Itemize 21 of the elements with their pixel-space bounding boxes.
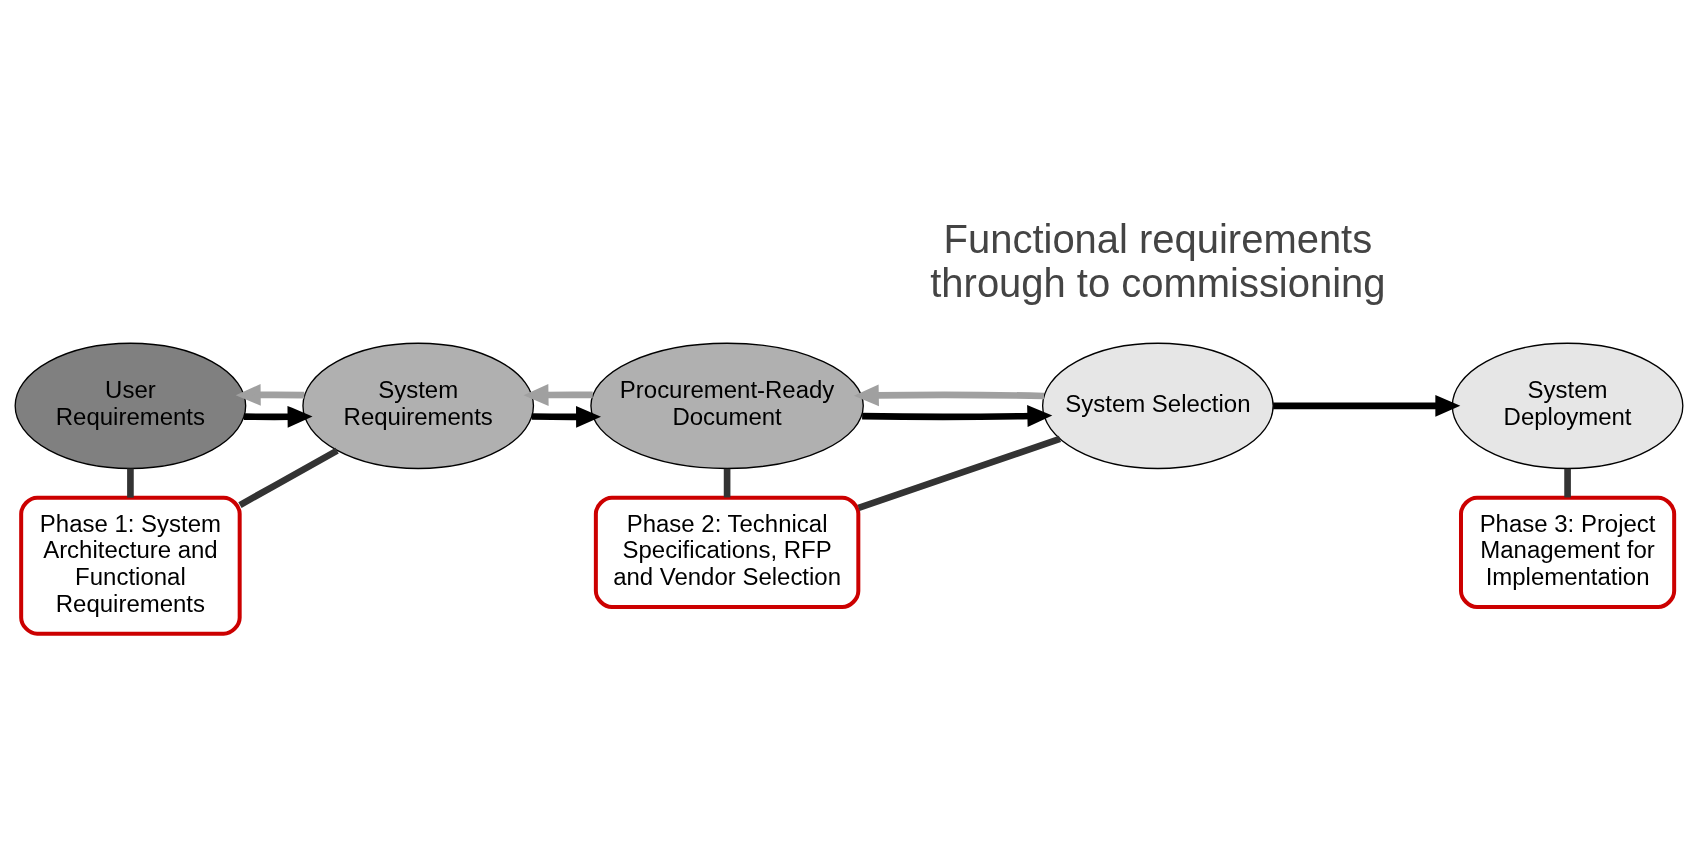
node-ellipse: Procurement-Ready Document bbox=[590, 342, 864, 469]
node-ellipse: System Deployment bbox=[1451, 342, 1684, 469]
arrow bbox=[1273, 394, 1461, 417]
connector bbox=[1564, 468, 1571, 497]
node-box: Phase 3: Project Management for Implementation bbox=[1459, 495, 1677, 609]
arrow bbox=[235, 383, 305, 406]
node-box: Phase 1: System Architecture and Functional Requirements bbox=[19, 495, 242, 636]
connector bbox=[723, 468, 731, 497]
label: Functional requirements through to commissioning bbox=[930, 216, 1386, 305]
node-ellipse: System Requirements bbox=[302, 342, 535, 469]
arrow bbox=[853, 383, 1045, 406]
node-ellipse: System Selection bbox=[1042, 342, 1274, 469]
node-box: Phase 2: Technical Specifications, RFP and Vendor Selection bbox=[593, 495, 861, 609]
arrow bbox=[523, 383, 593, 406]
connector bbox=[127, 468, 134, 498]
arrow bbox=[531, 405, 601, 428]
arrow bbox=[244, 405, 313, 428]
connector bbox=[238, 447, 339, 508]
connector bbox=[857, 435, 1061, 511]
arrow bbox=[862, 404, 1053, 427]
node-ellipse: User Requirements bbox=[14, 342, 247, 469]
